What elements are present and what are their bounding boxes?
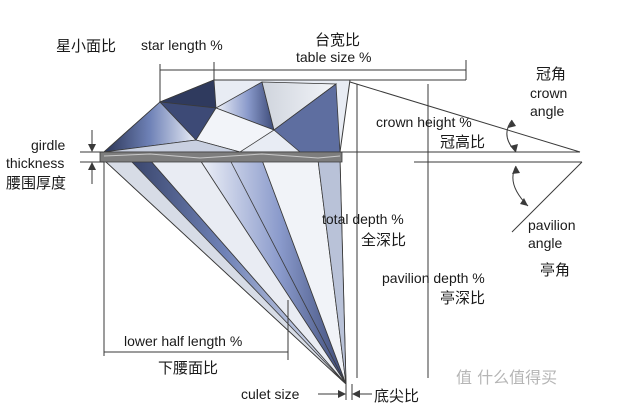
diamond-illustration xyxy=(99,79,351,386)
table-size-label: table size % xyxy=(296,49,371,65)
girdle-label-line1: girdle xyxy=(31,137,65,153)
girdle-label-line2: thickness xyxy=(6,155,64,171)
culet-size-label: culet size xyxy=(241,386,300,402)
crown-angle-label-line1: crown xyxy=(530,85,567,101)
total-depth-label-zh: 全深比 xyxy=(361,231,406,249)
pavilion-depth-label-zh: 亭深比 xyxy=(440,289,485,307)
girdle-label-zh: 腰围厚度 xyxy=(6,174,66,192)
total-depth-label: total depth % xyxy=(322,211,404,227)
labels: 星小面比 star length % 台宽比 table size % 冠角 c… xyxy=(6,31,575,405)
table-size-label-zh: 台宽比 xyxy=(315,31,360,49)
culet-label-zh: 底尖比 xyxy=(374,387,419,405)
crown-angle-label-line2: angle xyxy=(530,103,564,119)
star-length-label: star length % xyxy=(141,37,223,53)
lower-half-label: lower half length % xyxy=(124,333,242,349)
pavilion-angle-label-line1: pavilion xyxy=(528,217,575,233)
lower-half-label-zh: 下腰面比 xyxy=(158,359,218,377)
crown-height-label-zh: 冠高比 xyxy=(440,133,485,151)
crown-height-label: crown height % xyxy=(376,114,472,130)
measurement-lines xyxy=(80,60,583,400)
watermark: 值 什么值得买 xyxy=(456,368,557,387)
pavilion-angle-label-zh: 亭角 xyxy=(540,261,570,279)
star-ratio-label-zh: 星小面比 xyxy=(56,37,116,55)
pavilion-depth-label: pavilion depth % xyxy=(382,270,485,286)
crown-angle-label-zh: 冠角 xyxy=(536,65,566,83)
arrow-markers xyxy=(88,120,528,398)
pavilion-angle-label-line2: angle xyxy=(528,235,562,251)
